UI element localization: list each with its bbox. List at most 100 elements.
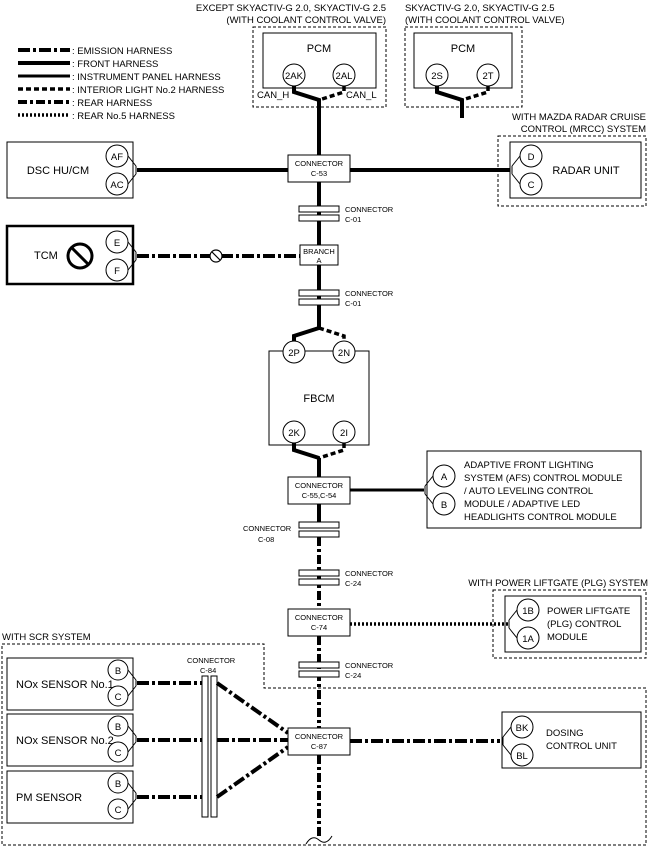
afs-label-2: SYSTEM (AFS) CONTROL MODULE (464, 473, 623, 484)
connector-c53 (287, 154, 351, 183)
connector-c01b-bottom (298, 298, 340, 306)
fbcm-pin-2p (282, 340, 306, 364)
connector-c08-bottom (298, 530, 340, 538)
tcm-pin-e-label: E (114, 238, 120, 249)
afs-pin-a-label: A (441, 472, 448, 483)
harness-legend: : EMISSION HARNESS : FRONT HARNESS : INS… (18, 46, 224, 122)
afs-module-box (426, 450, 642, 529)
connector-c01b-label: CONNECTOR (345, 289, 394, 298)
fbcm-bottom-wire-a (292, 443, 320, 460)
connector-c08-label: CONNECTOR (243, 524, 292, 533)
mrcc-note-2: CONTROL (MRCC) SYSTEM (521, 124, 646, 135)
afs-label-5: HEADLIGHTS CONTROL MODULE (464, 512, 617, 523)
connector-c08-top (298, 521, 340, 529)
afs-label-4: MODULE / ADAPTIVE LED (464, 499, 580, 510)
connector-c87-label: CONNECTOR (295, 732, 344, 741)
pcm-left-can-l-wire (318, 86, 346, 102)
nox2-pin-b-label: B (115, 722, 121, 733)
connector-c01a-id: C-01 (345, 215, 361, 224)
pcm-right-wire-b (461, 86, 490, 102)
pcm-left-pin-2al-label: 2AL (336, 71, 353, 82)
nox2-pin-c (107, 741, 129, 763)
dosing-label-1: DOSING (546, 728, 583, 739)
connector-c24b-label: CONNECTOR (345, 661, 394, 670)
fbcm-pin-2k-label: 2K (288, 428, 300, 439)
connector-c55-c54 (287, 476, 351, 505)
branch-a-id: A (316, 256, 321, 265)
connector-c53-id: C-53 (311, 169, 327, 178)
fbcm-pin-2i-label: 2I (340, 428, 348, 439)
fbcm-label: FBCM (303, 393, 334, 405)
pcm-right-label: PCM (451, 43, 475, 55)
connector-c01b-id: C-01 (345, 299, 361, 308)
pcm-left-label: PCM (307, 43, 331, 55)
tcm-pin-joint (127, 241, 137, 271)
connector-c84-label: CONNECTOR (187, 656, 236, 665)
legend-ip-label: : INSTRUMENT PANEL HARNESS (72, 72, 221, 83)
radar-unit-label: RADAR UNIT (552, 165, 620, 177)
connector-c24b-bottom (298, 670, 340, 678)
pcm-left-can-h-wire (292, 86, 321, 155)
connector-c24b-top (298, 661, 340, 669)
pcm-left-note-2: (WITH COOLANT CONTROL VALVE) (226, 15, 386, 26)
dosing-pin-bk-label: BK (516, 723, 529, 734)
connector-c53-label: CONNECTOR (295, 159, 344, 168)
connector-c84-id: C-84 (200, 666, 216, 675)
pcm-left-pin-2ak-label: 2AK (285, 71, 304, 82)
nox1-pin-b (107, 659, 129, 681)
legend-front-label: : FRONT HARNESS (72, 59, 158, 70)
can-l-label: CAN_L (346, 90, 377, 101)
nox1-pin-joint (127, 669, 137, 697)
connector-c74-label: CONNECTOR (295, 613, 344, 622)
nox1-pin-b-label: B (115, 666, 121, 677)
tcm-pin-e (105, 230, 129, 254)
fbcm-pin-2n-label: 2N (338, 348, 350, 359)
c84-to-c87-wire-1 (215, 681, 290, 735)
pm-pin-c (107, 798, 129, 820)
legend-emission-label: : EMISSION HARNESS (72, 46, 172, 57)
dosing-label-2: CONTROL UNIT (546, 741, 617, 752)
dsc-pin-ac-label: AC (110, 180, 123, 191)
plg-option-box (492, 589, 647, 659)
fbcm-top-wire-b (318, 326, 346, 342)
connector-c84-left (201, 675, 209, 818)
tcm-label: TCM (34, 250, 58, 262)
afs-pin-b-label: B (441, 500, 447, 511)
connector-c01a-bottom (298, 214, 340, 222)
pcm-left-note-1: EXCEPT SKYACTIV-G 2.0, SKYACTIV-G 2.5 (196, 3, 386, 14)
connector-c01a-top (298, 205, 340, 213)
afs-pin-joint (424, 475, 434, 505)
dosing-pin-joint (502, 726, 512, 756)
c84-to-c87-wire-3 (215, 745, 290, 799)
plg-label-2: (PLG) CONTROL (547, 619, 621, 630)
connector-c24a-id: C-24 (345, 579, 361, 588)
tcm-pin-f-label: F (114, 266, 120, 277)
nox1-pin-c-label: C (115, 692, 122, 703)
small-prohibit-icon (209, 249, 223, 263)
pcm-right-note-2: (WITH COOLANT CONTROL VALVE) (405, 15, 565, 26)
dsc-pin-af-label: AF (111, 152, 123, 163)
pcm-right-note-1: SKYACTIV-G 2.0, SKYACTIV-G 2.5 (405, 3, 555, 14)
pcm-right-pin-2t-label: 2T (482, 71, 493, 82)
connector-c24b-id: C-24 (345, 671, 361, 680)
dsc-pin-af (105, 144, 129, 168)
pm-pin-b-label: B (115, 779, 121, 790)
radar-pin-joint (511, 155, 521, 185)
nox2-pin-joint (127, 725, 137, 753)
nox-sensor-1-label: NOx SENSOR No.1 (16, 679, 114, 691)
scr-note: WITH SCR SYSTEM (2, 632, 91, 643)
pcm-right-wire-a (435, 86, 464, 118)
can-h-label: CAN_H (257, 90, 289, 101)
pm-sensor-label: PM SENSOR (16, 792, 82, 804)
connector-c24a-bottom (298, 578, 340, 586)
pm-pin-c-label: C (115, 805, 122, 816)
plg-label-1: POWER LIFTGATE (547, 606, 630, 617)
mrcc-note-1: WITH MAZDA RADAR CRUISE (512, 112, 646, 123)
pcm-left-box (262, 32, 377, 89)
dosing-pin-bl-label: BL (516, 751, 528, 762)
pm-pin-b (107, 772, 129, 794)
radar-pin-c-label: C (528, 180, 535, 191)
connector-c74-id: C-74 (311, 623, 327, 632)
nox2-pin-b (107, 715, 129, 737)
connector-c01b-top (298, 289, 340, 297)
